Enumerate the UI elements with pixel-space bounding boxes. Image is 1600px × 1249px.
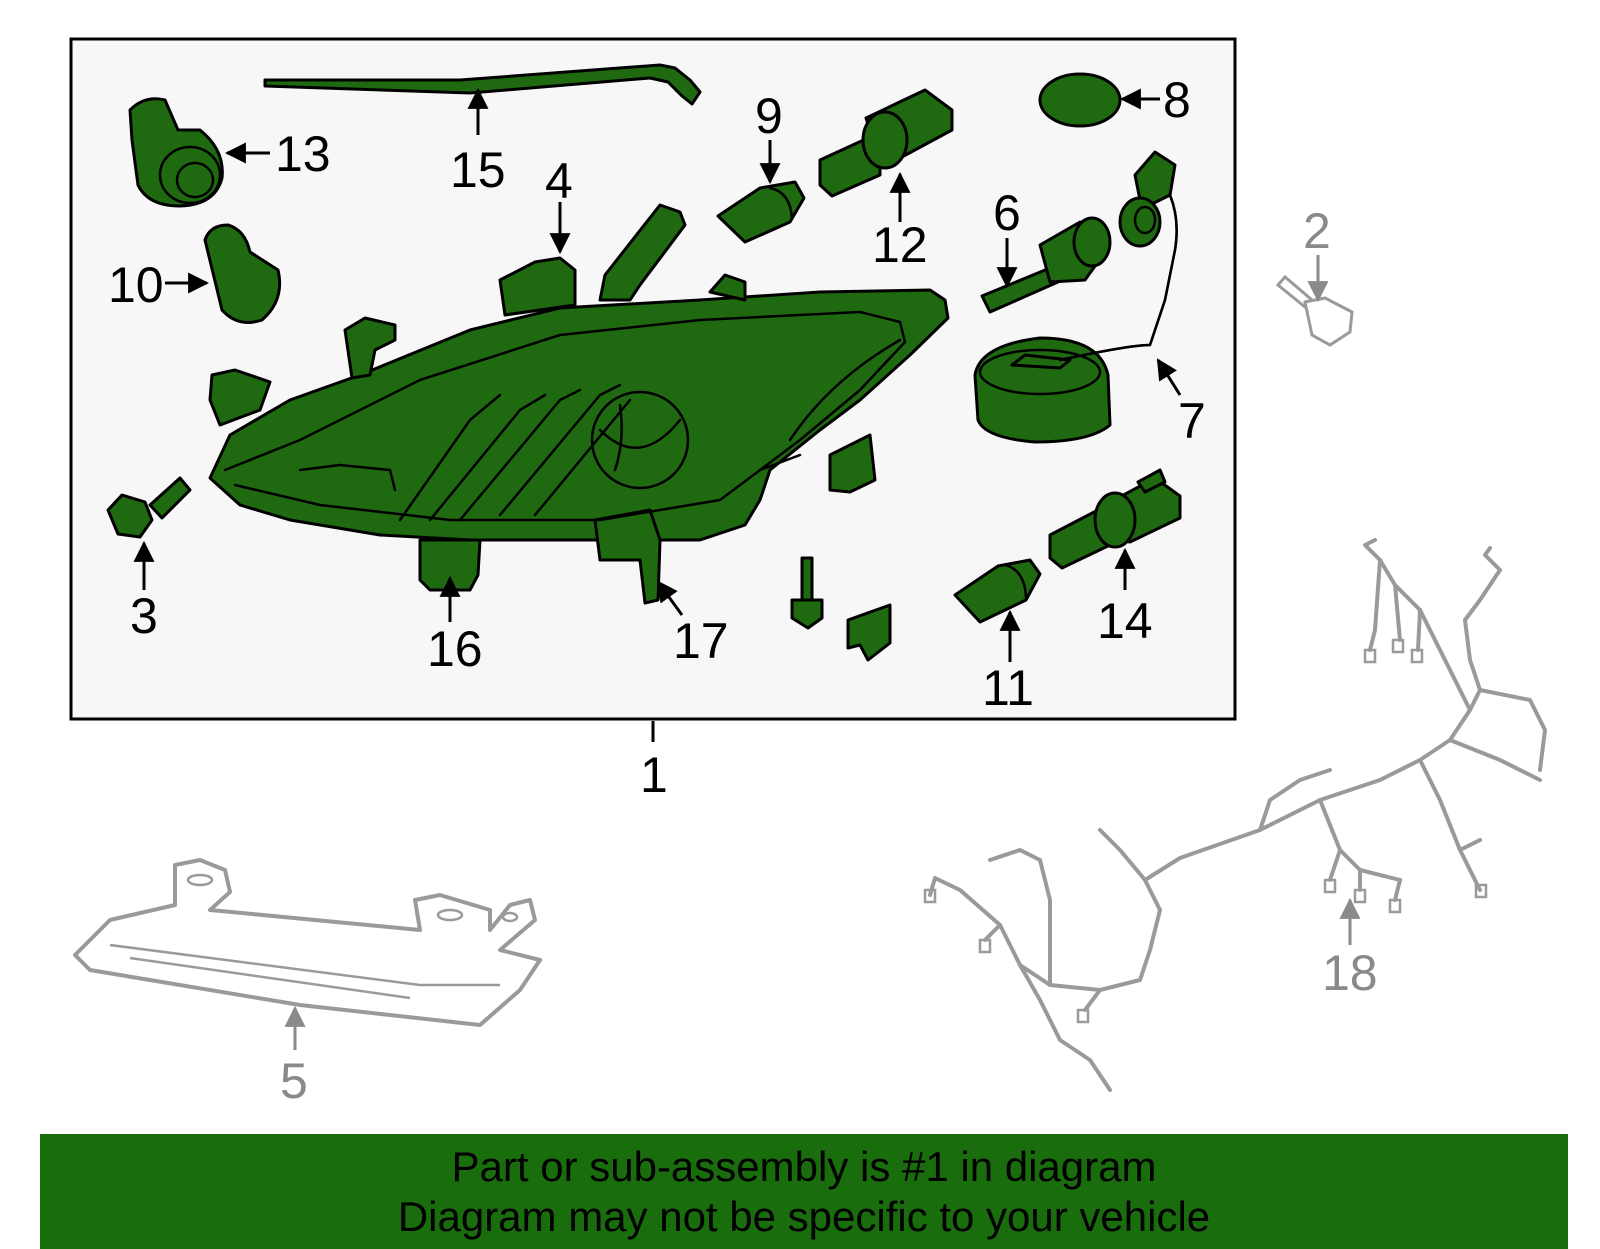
bulb-11[interactable]	[953, 558, 1042, 624]
wiring-harness-18	[923, 538, 1547, 1092]
callout-7: 7	[1178, 393, 1206, 449]
cap-8[interactable]	[1038, 72, 1122, 128]
callout-18: 18	[1322, 945, 1378, 1001]
bulb-10[interactable]	[203, 223, 282, 324]
callout-12: 12	[872, 217, 928, 273]
callout-17: 17	[673, 613, 729, 669]
banner-line-1: Part or sub-assembly is #1 in diagram	[451, 1143, 1157, 1190]
callout-10: 10	[108, 257, 164, 313]
callout-6: 6	[993, 185, 1021, 241]
callout-5: 5	[280, 1053, 308, 1109]
bolt-2	[1275, 274, 1354, 347]
bulb-6[interactable]	[980, 216, 1112, 314]
callout-16: 16	[427, 621, 483, 677]
socket-12[interactable]	[818, 88, 954, 198]
callout-11: 11	[982, 660, 1034, 716]
callout-4: 4	[545, 153, 573, 209]
callout-14: 14	[1097, 593, 1153, 649]
bolt-3[interactable]	[106, 476, 192, 539]
screw-clip[interactable]	[790, 556, 892, 662]
banner-line-2: Diagram may not be specific to your vehi…	[397, 1193, 1211, 1240]
callout-8: 8	[1163, 72, 1191, 128]
callout-2: 2	[1303, 203, 1331, 259]
lamp-5	[73, 858, 542, 1027]
callout-3: 3	[130, 588, 158, 644]
bulb-13[interactable]	[128, 97, 224, 208]
info-banner: Part or sub-assembly is #1 in diagram Di…	[40, 1134, 1568, 1249]
socket-14[interactable]	[1048, 468, 1182, 570]
headlamp-assembly[interactable]	[208, 203, 950, 605]
bulb-9[interactable]	[716, 180, 806, 244]
callout-13: 13	[275, 126, 331, 182]
socket-harness-7[interactable]	[973, 150, 1178, 444]
callout-9: 9	[755, 88, 783, 144]
callout-15: 15	[450, 142, 506, 198]
callout-1: 1	[640, 747, 668, 803]
